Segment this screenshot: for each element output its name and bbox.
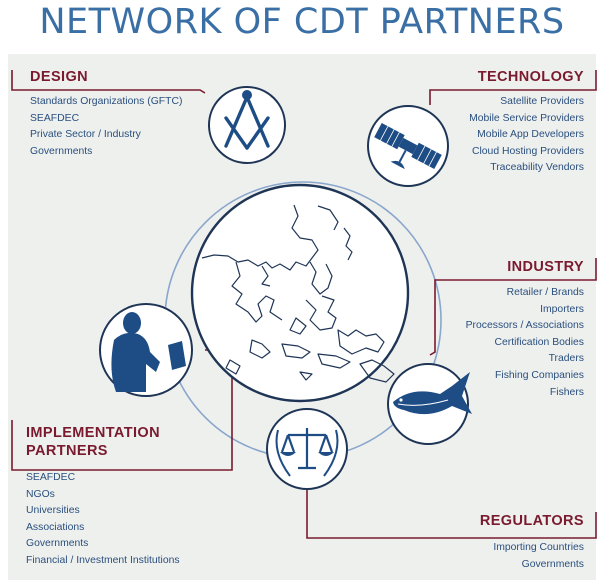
scales-of-justice-icon: [266, 408, 348, 490]
technology-heading: TECHNOLOGY: [477, 69, 584, 85]
technology-section: TECHNOLOGY Satellite Providers Mobile Se…: [469, 68, 584, 177]
industry-item: Traders: [548, 353, 584, 365]
regulators-heading: REGULATORS: [479, 513, 584, 529]
design-list: Standards Organizations (GFTC) SEAFDEC P…: [30, 94, 182, 160]
industry-item: Retailer / Brands: [506, 287, 584, 298]
regulators-list: Importing Countries Governments: [480, 540, 584, 573]
technology-item: Satellite Providers: [500, 96, 584, 107]
compass-square-icon: [208, 86, 286, 164]
design-section: DESIGN Standards Organizations (GFTC) SE…: [30, 68, 182, 160]
implementation-item: Associations: [26, 521, 85, 533]
technology-connector: [429, 70, 597, 105]
regulators-item: Importing Countries: [493, 542, 584, 553]
design-heading: DESIGN: [30, 69, 88, 85]
regulators-section: REGULATORS Importing Countries Governmen…: [480, 512, 584, 573]
person-laptop-icon: [99, 303, 193, 397]
industry-connector: [429, 258, 597, 356]
center-globe-icon: [190, 183, 410, 403]
technology-item: Mobile App Developers: [477, 129, 584, 141]
implementation-item: Governments: [26, 538, 89, 550]
design-item: Private Sector / Industry: [30, 129, 141, 141]
satellite-icon: [367, 105, 449, 187]
implementation-item: NGOs: [26, 488, 55, 500]
industry-heading: INDUSTRY: [507, 259, 584, 275]
implementation-item: SEAFDEC: [26, 472, 76, 483]
design-connector: [11, 70, 206, 94]
connector-lines: [11, 70, 597, 539]
page-title: NETWORK OF CDT PARTNERS: [39, 2, 565, 42]
regulators-connector: [306, 490, 597, 539]
industry-list: Retailer / Brands Importers Processors /…: [466, 285, 584, 401]
implementation-section: IMPLEMENTATION PARTNERS SEAFDEC NGOs Uni…: [26, 424, 180, 570]
implementation-heading-line2: PARTNERS: [26, 443, 108, 459]
implementation-item: Financial / Investment Institutions: [26, 554, 180, 566]
technology-list: Satellite Providers Mobile Service Provi…: [469, 94, 584, 177]
design-item: Standards Organizations (GFTC): [30, 96, 183, 107]
industry-item: Certification Bodies: [494, 336, 584, 348]
industry-item: Fishers: [549, 386, 584, 398]
industry-section: INDUSTRY Retailer / Brands Importers Pro…: [466, 258, 584, 401]
regulators-item: Governments: [521, 558, 584, 570]
technology-item: Traceability Vendors: [490, 162, 584, 174]
tuna-fish-icon: [387, 363, 472, 445]
implementation-item: Universities: [26, 505, 80, 517]
industry-item: Processors / Associations: [465, 320, 584, 332]
industry-item: Importers: [540, 303, 584, 315]
technology-item: Cloud Hosting Providers: [471, 145, 584, 157]
technology-item: Mobile Service Providers: [469, 112, 584, 124]
design-item: SEAFDEC: [30, 112, 80, 124]
design-item: Governments: [30, 145, 93, 157]
industry-item: Fishing Companies: [495, 369, 584, 381]
implementation-list: SEAFDEC NGOs Universities Associations G…: [26, 470, 180, 570]
implementation-heading-line1: IMPLEMENTATION: [26, 425, 160, 441]
